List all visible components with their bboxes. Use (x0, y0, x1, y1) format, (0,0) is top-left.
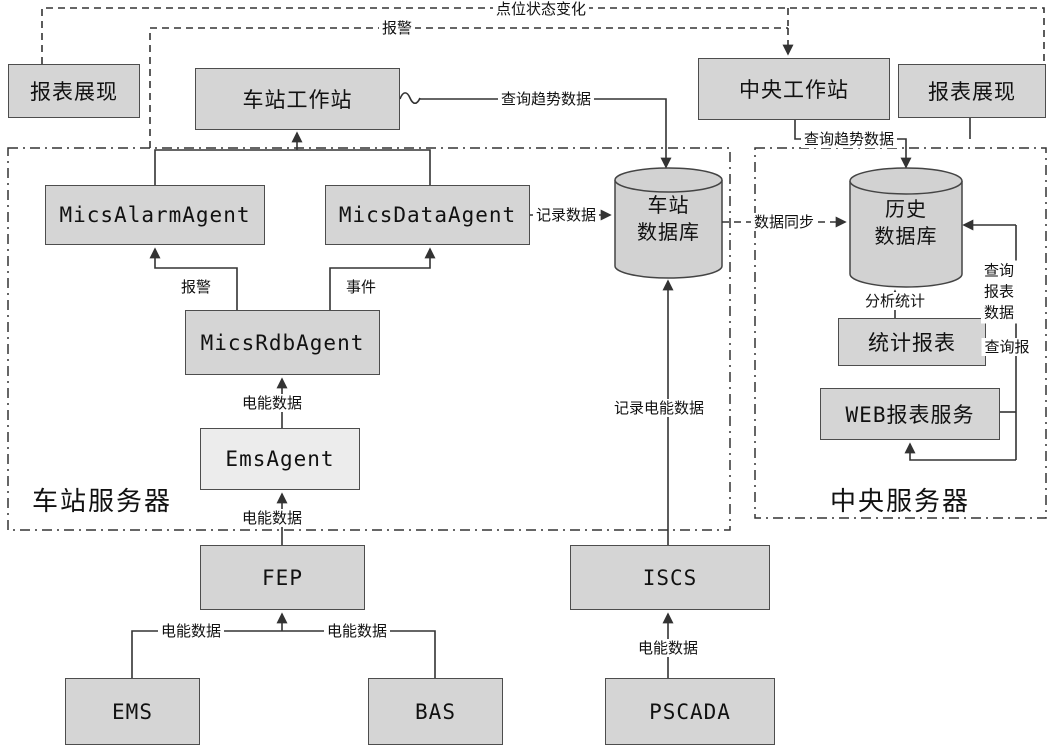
edge-dataagent-to-ws (297, 149, 431, 185)
node-mics-alarm-agent: MicsAlarmAgent (45, 185, 265, 245)
central-server-boundary (754, 147, 1047, 519)
station-db-cylinder (614, 167, 723, 279)
node-mics-rdb-agent: MicsRdbAgent (185, 310, 380, 375)
edge-into-web-report (904, 442, 1016, 461)
history-db-cylinder (849, 167, 963, 288)
node-station-workstation: 车站工作站 (195, 68, 400, 130)
edge-label-query-report-data: 查询 报表 数据 (980, 260, 1018, 324)
station-db-line1: 车站 (647, 193, 690, 217)
server-boundaries (7, 147, 1047, 531)
node-fep: FEP (200, 545, 365, 610)
edge-label-record-energy: 记录电能数据 (610, 399, 708, 417)
edge-label-energy-to-emsagent: 电能数据 (238, 509, 306, 527)
edge-label-energy-pscada: 电能数据 (634, 639, 702, 657)
edge-label-data-sync: 数据同步 (750, 213, 818, 231)
edge-squiggle (399, 92, 421, 105)
edge-label-alarm-top: 报警 (378, 19, 416, 37)
edge-alarmagent-to-ws (154, 149, 297, 185)
edge-ems-to-fep (131, 630, 282, 678)
query-report-line1: 查询 (983, 261, 1015, 280)
history-db-label: 历史 数据库 (850, 192, 962, 254)
node-mics-data-agent: MicsDataAgent (325, 185, 530, 245)
station-db-line2: 数据库 (637, 220, 700, 244)
query-report-line2: 报表 (983, 282, 1015, 301)
edge-label-query-report-short: 查询报 (981, 338, 1033, 356)
edge-label-analysis-stats: 分析统计 (861, 292, 929, 310)
node-ems-agent: EmsAgent (200, 428, 360, 490)
history-db-body (849, 181, 963, 288)
node-report-right: 报表展现 (898, 64, 1046, 118)
node-stats-report: 统计报表 (838, 318, 986, 366)
node-iscs: ISCS (570, 545, 770, 610)
node-pscada: PSCADA (605, 678, 775, 745)
node-ems: EMS (65, 678, 200, 745)
node-central-workstation: 中央工作站 (698, 58, 890, 120)
central-server-label: 中央服务器 (830, 487, 971, 517)
edge-label-energy-ems: 电能数据 (157, 622, 225, 640)
edge-ws-query-trend (420, 98, 672, 169)
station-server-boundary (7, 147, 731, 531)
edge-label-record-data: 记录数据 (532, 206, 600, 224)
history-db-line1: 历史 (885, 197, 927, 221)
history-db-top (849, 167, 963, 195)
node-report-left: 报表展现 (8, 64, 140, 118)
edge-label-energy-to-rdb: 电能数据 (238, 394, 306, 412)
edge-label-alarm-mid: 报警 (177, 278, 215, 296)
edge-label-energy-bas: 电能数据 (323, 622, 391, 640)
history-db-line2: 数据库 (874, 224, 938, 248)
node-bas: BAS (368, 678, 503, 745)
station-db-body (614, 180, 723, 279)
edge-label-point-status-change: 点位状态变化 (492, 0, 590, 18)
station-server-label: 车站服务器 (32, 487, 173, 517)
edge-label-event: 事件 (342, 278, 380, 296)
edge-alarm-top (149, 27, 788, 148)
station-db-label: 车站 数据库 (615, 188, 722, 250)
edge-label-query-trend-station: 查询趋势数据 (497, 90, 595, 108)
edge-label-query-trend-central: 查询趋势数据 (800, 130, 898, 148)
edge-rdb-alarm (149, 247, 238, 310)
query-report-line3: 数据 (983, 303, 1015, 322)
node-web-report-service: WEB报表服务 (820, 388, 1000, 440)
edge-rdb-event (329, 247, 436, 310)
